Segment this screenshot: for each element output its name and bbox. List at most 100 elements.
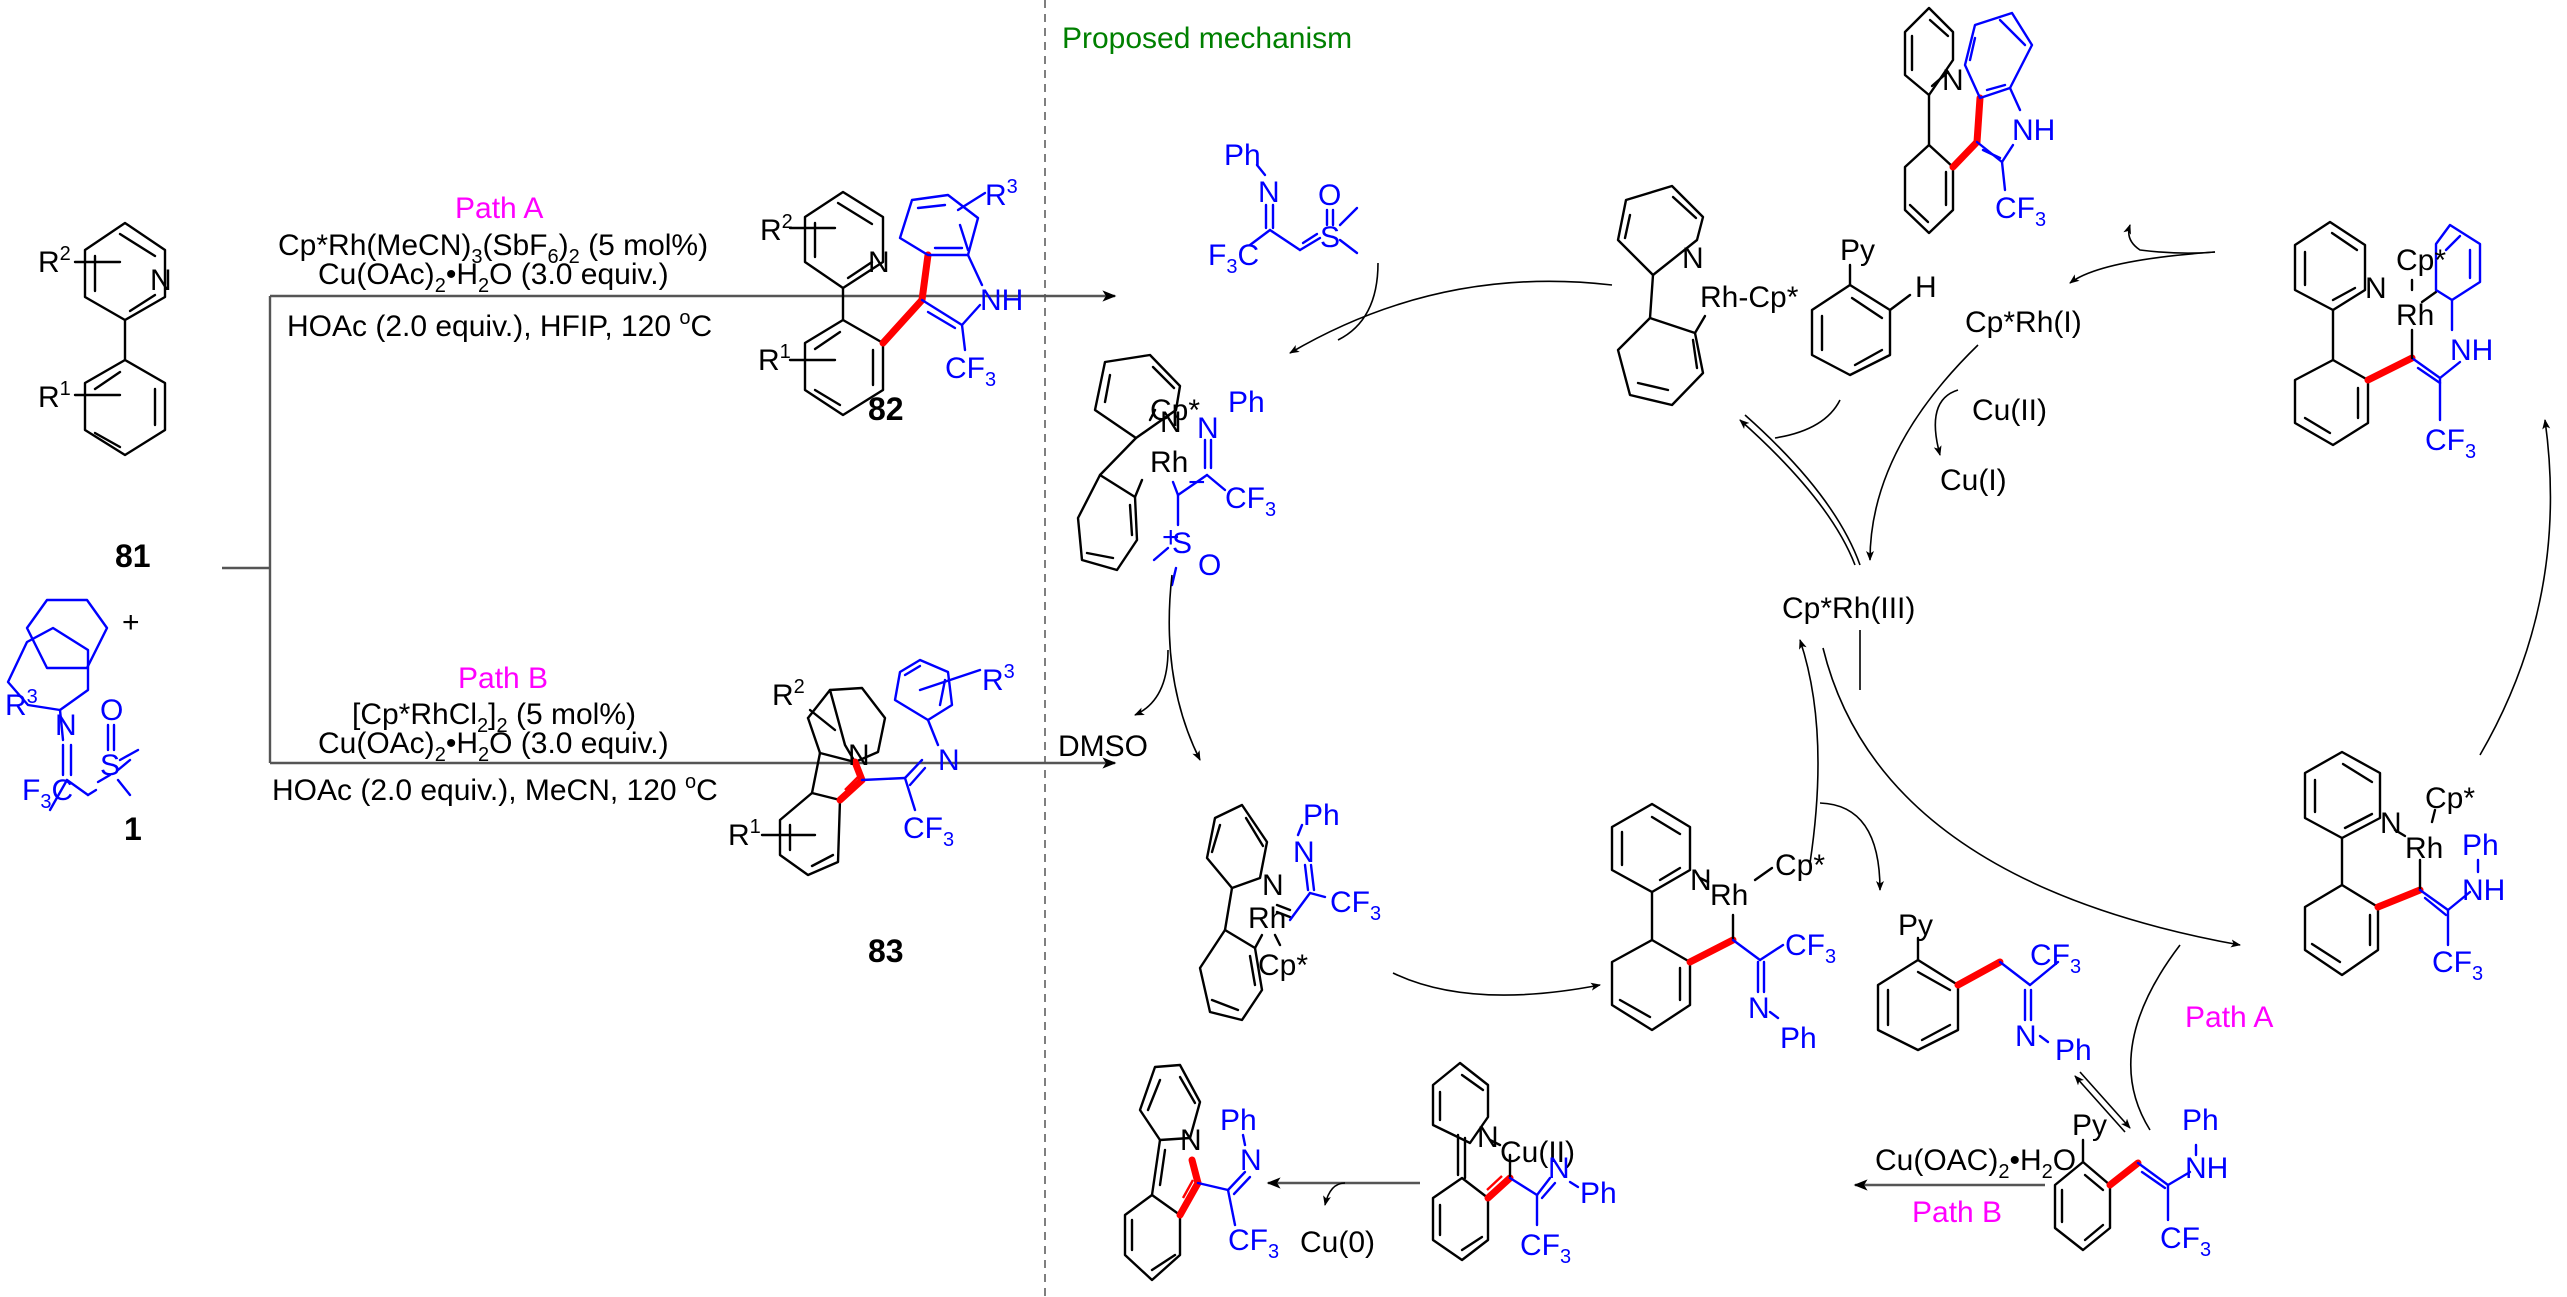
cf3-group: CF3 <box>1228 1224 1279 1263</box>
cycle-arrow-path-a-branch <box>2130 944 2181 1131</box>
path-b-additive: HOAc (2.0 equiv.), MeCN, 120 oC <box>272 771 718 807</box>
cf3-group: CF3 <box>2432 946 2483 985</box>
sulfoxide-o: O <box>100 694 123 727</box>
sulfoxide-o: O <box>1198 549 1221 582</box>
pyridine-n: N <box>2365 272 2387 305</box>
dmso-byproduct: DMSO <box>1058 730 1148 763</box>
compound-label-1: 1 <box>124 811 142 847</box>
cycle-arrow-enamine-rh-to-amine-rh <box>2479 419 2552 756</box>
pyridine-n: N <box>1160 406 1182 439</box>
imine-n: N <box>1748 992 1770 1025</box>
cp-star-label: Cp* <box>2396 244 2446 277</box>
amine-nh: NH <box>2462 874 2505 907</box>
phenyl-label: Ph <box>1303 799 1340 832</box>
phenyl-label: Ph <box>1580 1177 1617 1210</box>
pyridine-n: N <box>1262 869 1284 902</box>
cp-star-label: Cp* <box>1150 394 1200 427</box>
r3-label: R3 <box>5 686 38 722</box>
cycle-arrow-cmd-forward <box>1739 419 1856 566</box>
cycle-arrow-phpy-entry <box>1774 399 1841 439</box>
cf3-group: CF3 <box>903 812 954 851</box>
cf3-group: CF3 <box>1520 1229 1571 1268</box>
phenyl-label: Ph <box>2182 1104 2219 1137</box>
phenyl-label: Ph <box>1220 1104 1257 1137</box>
imine-n: N <box>1240 1144 1262 1177</box>
cycle-arrow-cu-ii-to-cu-i <box>1933 389 1959 456</box>
path-a-oxidant: Cu(OAc)2•H2O (3.0 equiv.) <box>318 258 669 297</box>
phenyl-label: Ph <box>1224 139 1261 172</box>
cycle-arrow-cmd-reverse <box>1744 414 1861 566</box>
sulfur-s: S <box>1320 221 1340 254</box>
imine-n: N <box>938 744 960 777</box>
pyridine-n: N <box>1942 64 1964 97</box>
cycle-arrow-equilibrium-rev <box>2074 1075 2126 1133</box>
mechanism-path-a-label: Path A <box>2185 1001 2273 1034</box>
path-b-label: Path B <box>458 662 548 695</box>
r1-label: R1 <box>38 378 71 414</box>
pyridine-n: N <box>2380 807 2402 840</box>
reagent-1: N R3 F3C O S <box>5 598 140 813</box>
rhodium-label: Rh-Cp* <box>1700 281 1799 314</box>
rh-carbene-complex: N Rh Cp* N Ph CF3 <box>1198 799 1381 1022</box>
cp-star-label: Cp* <box>1258 949 1308 982</box>
imine-n: N <box>1293 836 1315 869</box>
r3-label: R3 <box>982 661 1015 697</box>
cu0-release-arrow <box>1323 1182 1346 1206</box>
pyridyl-label: Py <box>1898 909 1933 942</box>
imine-n: N <box>55 709 77 742</box>
path-b-catalyst: [Cp*RhCl2]2 (5 mol%) <box>352 698 636 737</box>
rh-enamine-complex: N Cp* Rh Ph NH CF3 <box>2303 750 2505 985</box>
cu-ii-label: Cu(II) <box>1972 394 2047 427</box>
n-atom: N <box>150 264 172 297</box>
phenyl-label: Ph <box>1228 386 1265 419</box>
cycle-arrow-equilibrium-fwd <box>2079 1071 2131 1129</box>
cycle-arrow-to-cp-rh-i <box>2069 251 2216 284</box>
pyridine-n: N <box>1477 1121 1499 1154</box>
plus-sign: + <box>122 606 140 639</box>
cycle-arrow-carbene-to-insertion <box>1392 972 1601 996</box>
r2-label: R2 <box>772 676 805 712</box>
mechanism-path-b-label: Path B <box>1912 1196 2002 1229</box>
path-a-catalyst: Cp*Rh(MeCN)3(SbF6)2 (5 mol%) <box>278 229 708 268</box>
cycle-arrow-protonolysis <box>1799 639 1819 864</box>
phenyl-label: Ph <box>1780 1022 1817 1055</box>
f3c-group: F3C <box>22 774 73 813</box>
r3-label: R3 <box>985 176 1018 212</box>
compound-label-82: 82 <box>868 391 904 427</box>
sulfur-s: S <box>1172 527 1192 560</box>
product-82: R2 N R1 R3 NH CF3 <box>758 176 1023 417</box>
phenyl-label: Ph <box>2055 1034 2092 1067</box>
cp-star-label: Cp* <box>1775 849 1825 882</box>
pyridine-n: N <box>1682 242 1704 275</box>
cycle-arrow-ylide-entry <box>1337 262 1379 341</box>
cu0-label: Cu(0) <box>1300 1226 1375 1259</box>
path-a-label: Path A <box>455 192 543 225</box>
cf3-group: CF3 <box>2425 424 2476 463</box>
cycle-arrow-imine-release <box>1819 802 1884 891</box>
sulfonium-charge: + <box>1162 521 1180 554</box>
indolizine-product: N Ph N CF3 <box>1123 1063 1279 1282</box>
imine-n: N <box>1258 176 1280 209</box>
cf3-group: CF3 <box>1995 192 2046 231</box>
r1-label: R1 <box>758 341 791 377</box>
compound-label-81: 81 <box>115 538 151 574</box>
cycle-arrow-rhodacycle-to-adduct <box>1289 280 1613 354</box>
migratory-insertion-complex: N Rh Cp* CF3 N Ph <box>1610 802 1836 1055</box>
cf3-group: CF3 <box>2030 939 2081 978</box>
indolizine-n: N <box>1180 1124 1202 1157</box>
enamine-intermediate: Py Ph NH CF3 <box>2053 1104 2228 1261</box>
indole-product: N NH CF3 <box>1903 6 2055 235</box>
pyridyl-label: Py <box>1840 234 1875 267</box>
pyridine-n: N <box>1690 864 1712 897</box>
r2-label: R2 <box>38 243 71 279</box>
indolizine-n: N <box>848 739 870 772</box>
path-a-additive: HOAc (2.0 equiv.), HFIP, 120 oC <box>287 307 712 343</box>
rh-aryl-amine-complex: N Cp* Rh NH CF3 <box>2293 220 2493 463</box>
cp-rh-i-label: Cp*Rh(I) <box>1965 306 2082 339</box>
product-83: R2 N R1 R3 N CF3 <box>728 658 1015 877</box>
pyridine-n: N <box>868 246 890 279</box>
rhodium-label: Rh <box>1150 446 1188 479</box>
cf3-group: CF3 <box>1785 929 1836 968</box>
cycle-arrow-rh-iii-to-enamine-rh <box>1822 647 2241 948</box>
